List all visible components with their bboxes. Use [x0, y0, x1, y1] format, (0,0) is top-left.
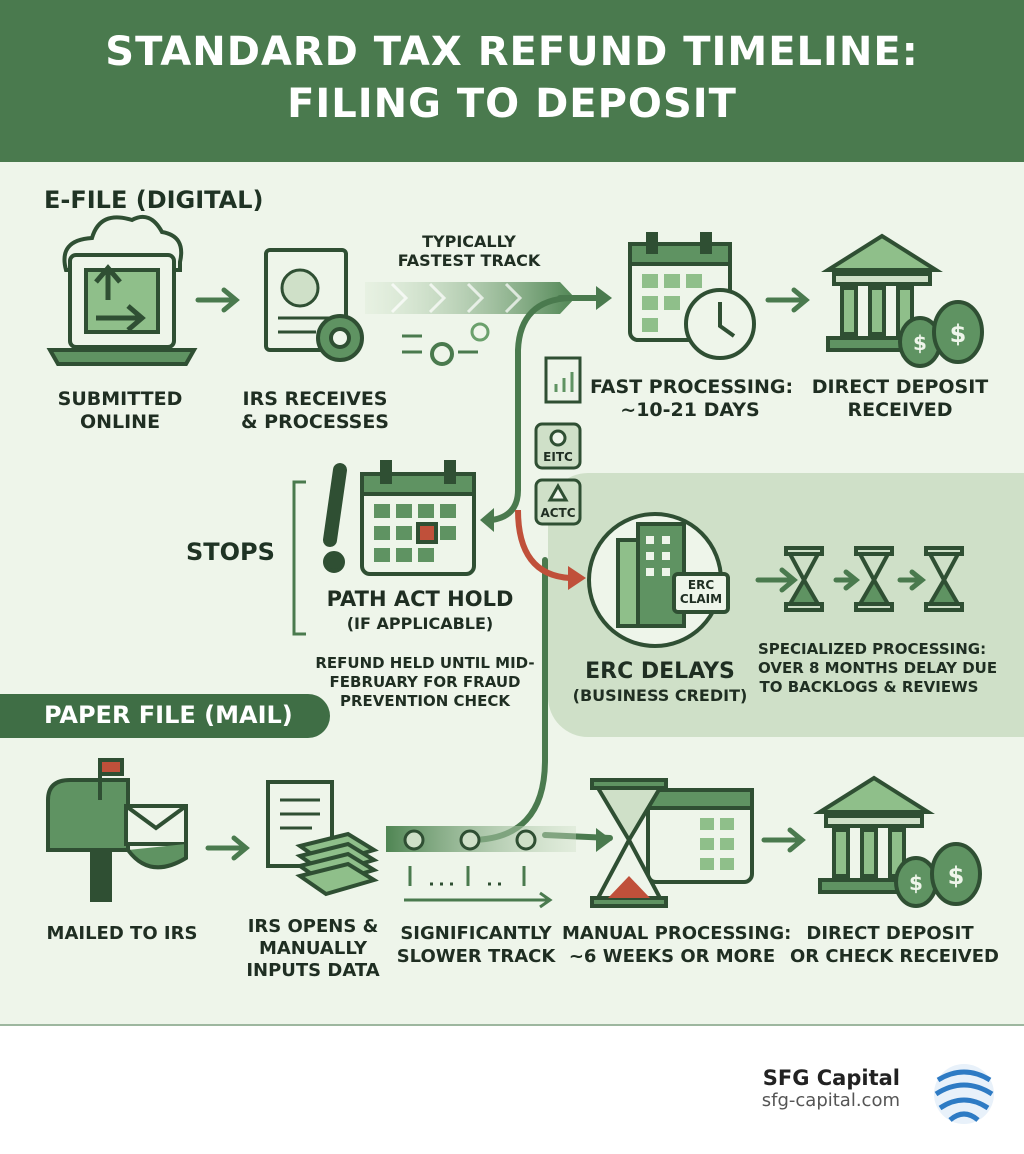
stops-label: STOPS — [186, 538, 275, 566]
erc-subtitle: (BUSINESS CREDIT) — [572, 686, 748, 705]
paper-step-irs-opens: IRS OPENS & MANUALLY INPUTS DATA — [238, 916, 388, 982]
erc-title: ERC DELAYS — [585, 659, 735, 684]
paper-step-manual-processing: MANUAL PROCESSING: ~6 WEEKS OR MORE — [562, 922, 792, 968]
efile-step-fast-processing: FAST PROCESSING: ~10-21 DAYS — [590, 376, 794, 422]
efile-step-submitted: SUBMITTED ONLINE — [40, 388, 200, 434]
sfg-logo-icon — [934, 1064, 994, 1124]
efile-step-3-line1: FAST PROCESSING: — [590, 376, 794, 398]
paper-step-3-line1: SIGNIFICANTLY — [400, 923, 552, 944]
path-act-note: REFUND HELD UNTIL MID- FEBRUARY FOR FRAU… — [300, 654, 550, 711]
erc-note: SPECIALIZED PROCESSING: OVER 8 MONTHS DE… — [758, 640, 998, 697]
eitc-badge-label: EITC — [543, 450, 573, 464]
brand-url[interactable]: sfg-capital.com — [761, 1090, 900, 1111]
eitc-badge-box — [534, 422, 582, 470]
efile-step-arrows — [195, 287, 927, 861]
slow-track-band — [386, 826, 612, 909]
efile-step-1-line2: ONLINE — [79, 411, 161, 433]
process-gear-arrows — [402, 322, 490, 366]
path-act-title: PATH ACT HOLD — [326, 587, 514, 611]
title-line-1: STANDARD TAX REFUND TIMELINE: — [105, 29, 919, 75]
efile-section-label: E-FILE (DIGITAL) — [44, 186, 264, 214]
paper-step-4-line2: ~6 WEEKS OR MORE — [568, 946, 776, 967]
efile-step-4-line2: RECEIVED — [847, 399, 953, 421]
brand-block: SFG Capital sfg-capital.com — [762, 1066, 900, 1111]
footer-divider — [0, 1024, 1024, 1026]
erc-branch-arrowhead — [568, 566, 586, 590]
paper-step-4-line1: MANUAL PROCESSING: — [562, 923, 792, 944]
bank-money-icon: $ $ — [813, 775, 982, 908]
fast-arrowhead — [596, 286, 612, 310]
hourglass-calendar-icon — [590, 778, 754, 908]
path-act-note-line1: REFUND HELD UNTIL MID- — [315, 654, 535, 672]
path-act-note-line3: PREVENTION CHECK — [340, 692, 510, 710]
paper-step-2-line3: INPUTS DATA — [246, 960, 380, 981]
title-line-2: FILING TO DEPOSIT — [287, 81, 737, 127]
paper-step-mailed: MAILED TO IRS — [46, 923, 198, 944]
stop-arrowhead — [480, 508, 494, 532]
hourglass-icon — [924, 546, 964, 612]
header-banner — [0, 0, 1024, 162]
path-act-note-line2: FEBRUARY FOR FRAUD — [329, 673, 521, 691]
paper-step-5-line2: OR CHECK RECEIVED — [790, 946, 999, 967]
efile-step-2-line2: & PROCESSES — [241, 411, 389, 433]
paper-step-2-line2: MANUALLY — [258, 938, 368, 959]
erc-claim-line2: CLAIM — [679, 592, 723, 606]
mailbox-icon — [46, 758, 188, 902]
hourglass-icon — [784, 546, 824, 612]
paper-step-slower-track: SIGNIFICANTLY SLOWER TRACK — [396, 922, 556, 968]
efile-step-irs-receives: IRS RECEIVES & PROCESSES — [228, 388, 402, 434]
fast-track-line2: FASTEST TRACK — [397, 251, 541, 270]
actc-badge-label: ACTC — [540, 506, 576, 520]
efile-step-1-line1: SUBMITTED — [57, 388, 183, 410]
paper-section-pill: PAPER FILE (MAIL) — [0, 694, 330, 738]
svg-text:$: $ — [948, 862, 965, 890]
paper-step-5-line1: DIRECT DEPOSIT — [806, 923, 974, 944]
erc-claim-line1: ERC — [687, 578, 715, 592]
calendar-alert-icon — [323, 460, 476, 576]
erc-claim-label: ERC CLAIM — [674, 578, 728, 606]
path-act-subtitle: (IF APPLICABLE) — [346, 614, 494, 633]
svg-text:$: $ — [950, 320, 967, 348]
office-building-icon — [587, 512, 730, 648]
stops-bracket — [292, 480, 306, 636]
hourglass-icon — [854, 546, 894, 612]
fast-track-line1: TYPICALLY — [422, 232, 516, 251]
erc-branch-path — [515, 509, 571, 581]
page-title: STANDARD TAX REFUND TIMELINE: FILING TO … — [0, 26, 1024, 130]
paper-step-direct-deposit: DIRECT DEPOSIT OR CHECK RECEIVED — [790, 922, 999, 968]
svg-text:$: $ — [913, 331, 927, 355]
paper-step-3-line2: SLOWER TRACK — [396, 946, 556, 967]
erc-note-line2: OVER 8 MONTHS DELAY DUE — [758, 659, 998, 677]
efile-step-2-line1: IRS RECEIVES — [242, 388, 388, 410]
irs-document-gear-icon — [264, 248, 364, 362]
actc-badge-box — [534, 478, 582, 526]
efile-step-3-line2: ~10-21 DAYS — [620, 399, 760, 421]
brand-name: SFG Capital — [762, 1066, 900, 1090]
erc-note-line1: SPECIALIZED PROCESSING: — [758, 640, 987, 658]
efile-step-4-line1: DIRECT DEPOSIT — [811, 376, 989, 398]
document-chart-icon — [544, 356, 582, 404]
fast-track-label: TYPICALLY FASTEST TRACK — [394, 232, 544, 270]
laptop-cloud-icon — [46, 215, 198, 366]
bank-money-icon: $ $ — [821, 233, 984, 368]
paper-step-2-line1: IRS OPENS & — [247, 916, 379, 937]
paper-section-label: PAPER FILE (MAIL) — [44, 701, 293, 729]
fast-track-band — [365, 282, 575, 314]
erc-note-line3: TO BACKLOGS & REVIEWS — [759, 678, 979, 696]
calendar-clock-icon — [628, 232, 756, 360]
svg-text:$: $ — [909, 871, 923, 895]
efile-step-direct-deposit: DIRECT DEPOSIT RECEIVED — [802, 376, 998, 422]
stacked-papers-icon — [266, 780, 379, 897]
